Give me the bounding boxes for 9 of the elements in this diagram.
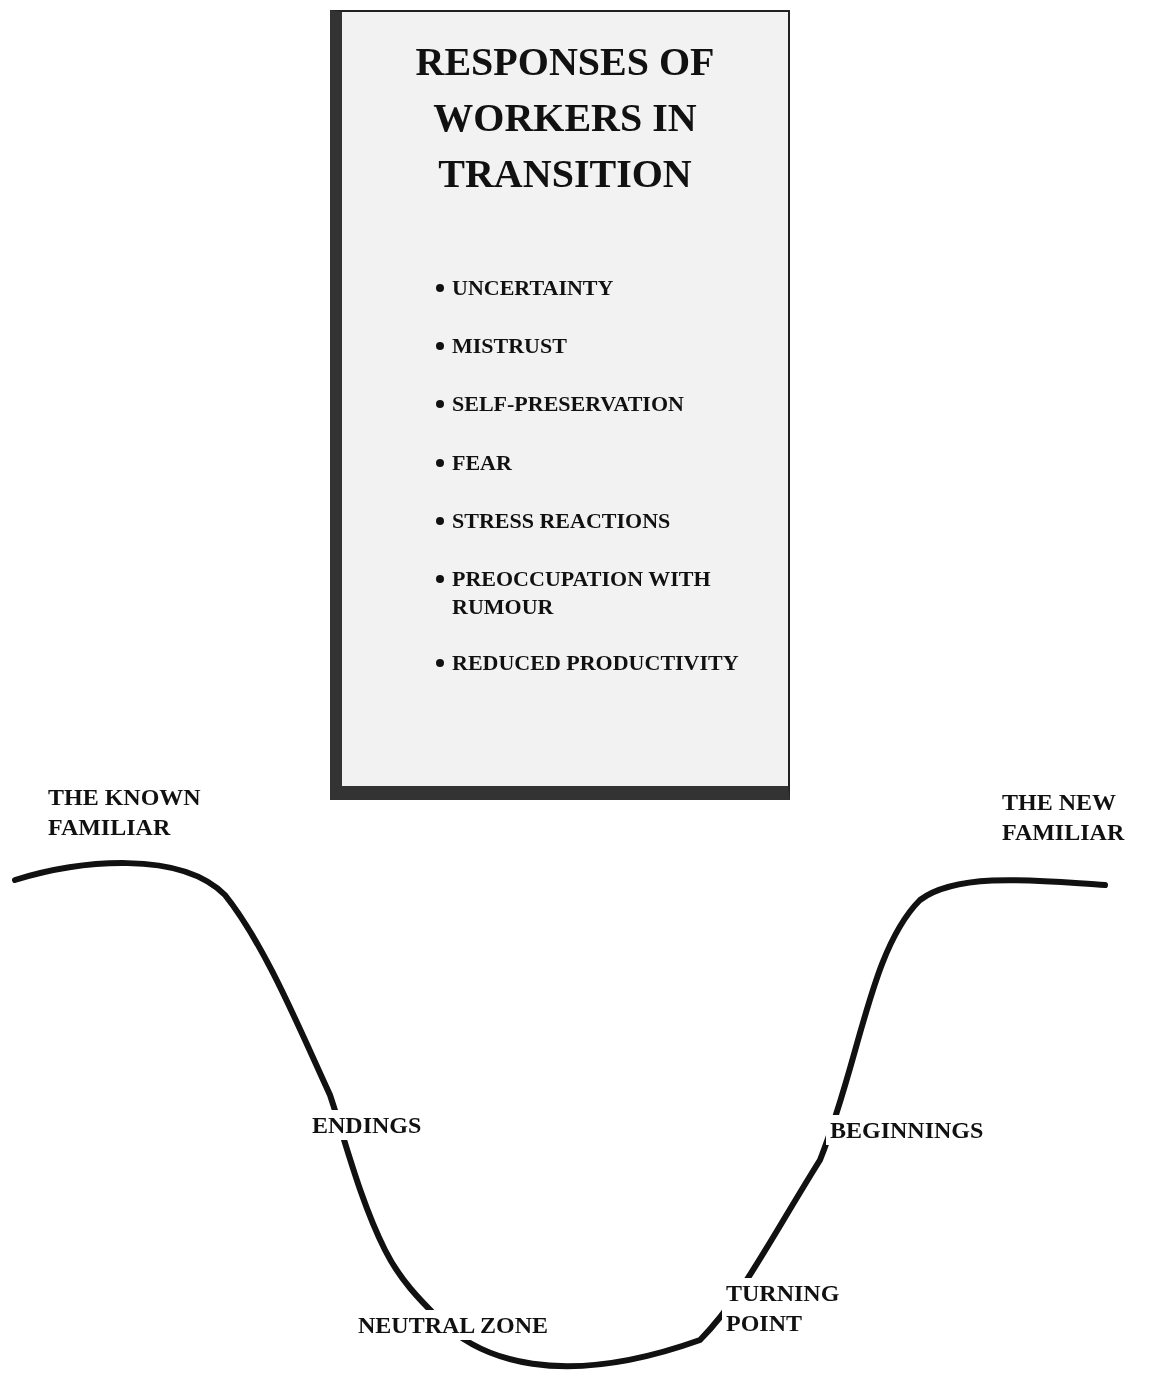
list-item: SELF-PRESERVATION bbox=[452, 390, 685, 418]
responses-card bbox=[330, 10, 790, 800]
list-item: UNCERTAINTY bbox=[452, 274, 615, 302]
list-item: PREOCCUPATION WITH RUMOUR bbox=[452, 565, 712, 621]
list-item: FEAR bbox=[452, 449, 513, 477]
list-item: STRESS REACTIONS bbox=[452, 507, 672, 535]
list-item: MISTRUST bbox=[452, 332, 568, 360]
card-heading: RESPONSES OF WORKERS IN TRANSITION bbox=[414, 38, 716, 198]
list-item: REDUCED PRODUCTIVITY bbox=[452, 649, 740, 677]
